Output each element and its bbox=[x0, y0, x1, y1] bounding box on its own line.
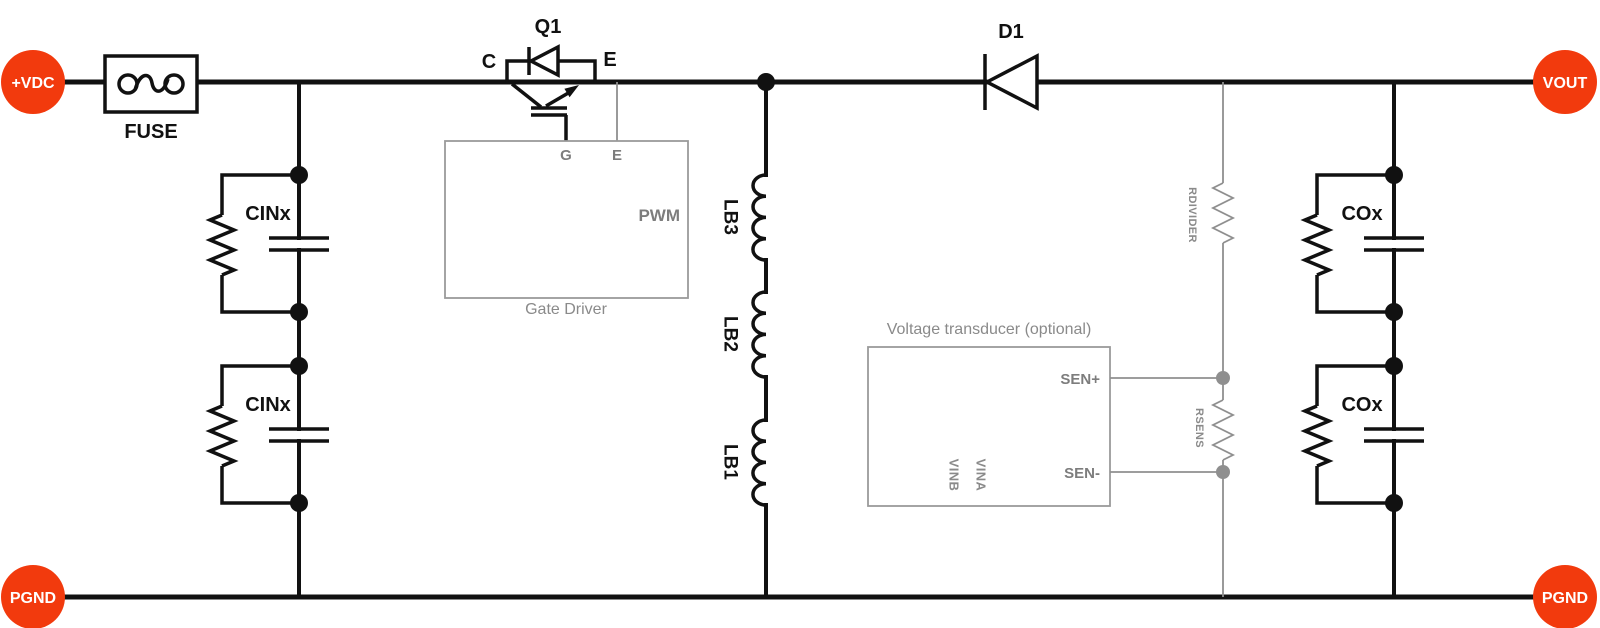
co1: COx bbox=[1300, 166, 1424, 321]
q1-diode-lead-left bbox=[505, 59, 529, 82]
q1-collector-label: C bbox=[482, 51, 496, 73]
terminal-pgnd-right-label: PGND bbox=[1542, 590, 1588, 607]
gate-driver-box bbox=[444, 140, 689, 299]
inductor-column: LB3 LB2 LB1 bbox=[720, 73, 775, 599]
co2-branch-top bbox=[1315, 364, 1394, 406]
cin2-branch-bottom bbox=[220, 466, 299, 505]
q1-diode-triangle-icon bbox=[527, 44, 560, 78]
fuse-wave-icon bbox=[133, 73, 170, 93]
lb1-coil-icon bbox=[751, 418, 767, 507]
co2: COx bbox=[1300, 357, 1424, 512]
transducer-caption: Voltage transducer (optional) bbox=[887, 321, 1092, 338]
d1-diode: D1 bbox=[983, 21, 1039, 111]
q1-designator: Q1 bbox=[535, 16, 562, 38]
gate-driver: G E PWM Gate Driver bbox=[444, 82, 689, 318]
rdivider-label: RDIVIDER bbox=[1186, 187, 1198, 243]
transducer-pin-vina: VINA bbox=[974, 459, 989, 492]
gate-driver-pin-g: G bbox=[560, 147, 572, 164]
co1-resistor-icon bbox=[1300, 213, 1334, 277]
co1-junction-top bbox=[1385, 166, 1403, 184]
q1-emitter-stroke bbox=[545, 90, 571, 108]
gate-driver-pin-e: E bbox=[612, 147, 622, 164]
cin1-resistor-icon bbox=[205, 213, 239, 277]
transducer-pin-vinb: VINB bbox=[947, 459, 962, 492]
gate-driver-caption: Gate Driver bbox=[525, 301, 607, 318]
d1-designator: D1 bbox=[998, 21, 1024, 43]
terminal-pgnd-left-circle bbox=[1, 565, 65, 628]
input-cap-column: CINx CINx bbox=[205, 80, 329, 599]
terminal-pgnd-left: PGND bbox=[1, 565, 65, 628]
gate-driver-pin-pwm: PWM bbox=[638, 206, 680, 225]
terminal-vout: VOUT bbox=[1533, 50, 1597, 114]
rdivider-resistor-icon bbox=[1210, 182, 1236, 244]
q1-diode-lead-right bbox=[558, 59, 597, 82]
q1-igbt: Q1 C E bbox=[482, 16, 617, 141]
q1-collector-stroke bbox=[510, 82, 543, 109]
cin1-branch-top bbox=[220, 173, 299, 215]
cin2-junction-bottom bbox=[290, 494, 308, 512]
terminal-vout-label: VOUT bbox=[1543, 75, 1588, 92]
co2-label: COx bbox=[1341, 394, 1382, 416]
terminal-vout-circle bbox=[1533, 50, 1597, 114]
lb3-coil-icon bbox=[751, 173, 767, 262]
lb2-label: LB2 bbox=[720, 316, 741, 352]
lb3-label: LB3 bbox=[720, 199, 741, 235]
cin1-label: CINx bbox=[245, 203, 291, 225]
cin2-label: CINx bbox=[245, 394, 291, 416]
terminal-vdc-circle bbox=[1, 50, 65, 114]
co2-branch-bottom bbox=[1315, 466, 1394, 505]
terminal-pgnd-right: PGND bbox=[1533, 565, 1597, 628]
rsens-resistor-icon bbox=[1210, 399, 1236, 461]
fuse-label: FUSE bbox=[124, 121, 177, 143]
cin1-branch-bottom bbox=[220, 275, 299, 314]
q1-emitter-label: E bbox=[603, 49, 616, 71]
co2-junction-bottom bbox=[1385, 494, 1403, 512]
lb2-coil-icon bbox=[751, 290, 767, 379]
rsens-label: RSENS bbox=[1193, 408, 1205, 448]
cin2-junction-top bbox=[290, 357, 308, 375]
d1-triangle-icon bbox=[983, 53, 1039, 111]
voltage-transducer: Voltage transducer (optional) SEN+ SEN- … bbox=[867, 321, 1223, 507]
cin2-branch-top bbox=[220, 364, 299, 406]
terminal-vdc-label: +VDC bbox=[11, 75, 55, 92]
terminal-pgnd-left-label: PGND bbox=[10, 590, 56, 607]
cin1-junction-top bbox=[290, 166, 308, 184]
transducer-pin-sen-minus: SEN- bbox=[1064, 465, 1100, 482]
co2-junction-top bbox=[1385, 357, 1403, 375]
q1-emitter-arrow-icon bbox=[564, 85, 579, 98]
cin2: CINx bbox=[205, 357, 329, 512]
co1-branch-top bbox=[1315, 173, 1394, 215]
cin2-resistor-icon bbox=[205, 404, 239, 468]
lb1-label: LB1 bbox=[720, 444, 741, 480]
cin1-junction-bottom bbox=[290, 303, 308, 321]
cin1: CINx bbox=[205, 166, 329, 321]
co1-branch-bottom bbox=[1315, 275, 1394, 314]
co1-junction-bottom bbox=[1385, 303, 1403, 321]
fuse: FUSE bbox=[103, 54, 199, 143]
co2-resistor-icon bbox=[1300, 404, 1334, 468]
terminal-vdc: +VDC bbox=[1, 50, 65, 114]
transducer-box bbox=[867, 346, 1111, 507]
terminal-pgnd-right-circle bbox=[1533, 565, 1597, 628]
power-rails bbox=[61, 79, 1535, 600]
co1-label: COx bbox=[1341, 203, 1382, 225]
output-cap-column: COx COx bbox=[1300, 80, 1424, 599]
transducer-pin-sen-plus: SEN+ bbox=[1060, 371, 1100, 388]
divider-column: RDIVIDER RSENS bbox=[1186, 82, 1236, 597]
